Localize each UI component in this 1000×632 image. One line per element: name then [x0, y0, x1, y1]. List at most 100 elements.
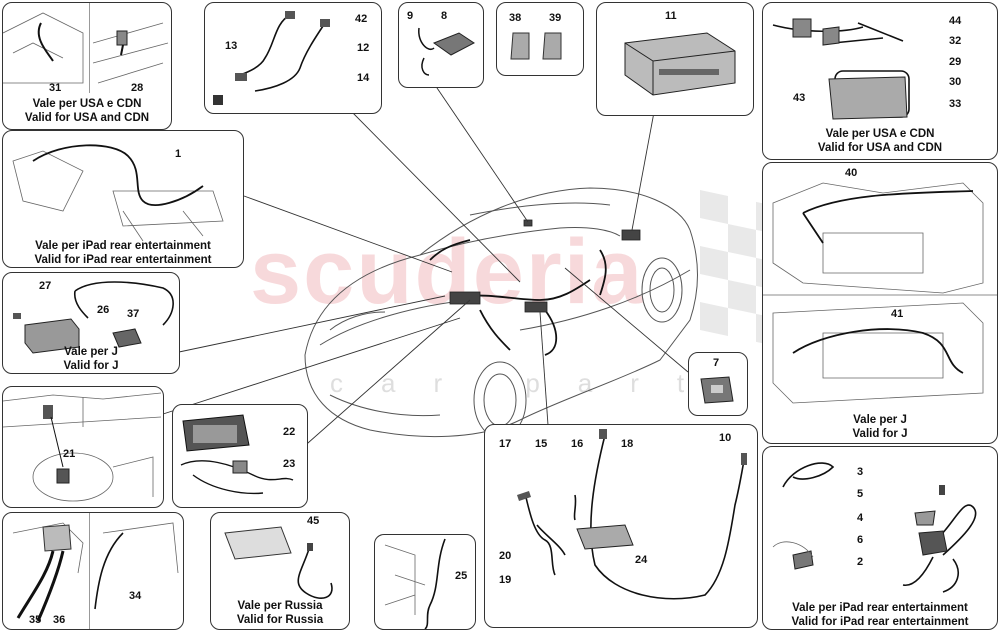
panel-ipad-2: 3 5 4 6 2 Vale per iPad rear entertainme… [762, 446, 998, 630]
label-4: 4 [857, 512, 864, 524]
label-20: 20 [499, 550, 512, 562]
label-40: 40 [845, 167, 858, 179]
leader-console21 [159, 317, 461, 416]
caption-usa-cdn-1-en: Valid for USA and CDN [24, 112, 150, 124]
panel-cables-12-14: 42 13 12 14 [204, 2, 382, 114]
cables-34-drawing [12, 522, 179, 622]
label-38: 38 [509, 12, 522, 24]
label-26: 26 [97, 304, 110, 316]
leader-headunit22 [299, 299, 471, 451]
label-29: 29 [949, 56, 962, 68]
unit-11-drawing [624, 32, 736, 96]
panel-harness-main: 17 15 16 18 10 20 24 19 [484, 424, 758, 628]
console-21-drawing [3, 392, 162, 502]
panel-divider [89, 3, 90, 93]
label-31: 31 [49, 82, 62, 94]
leader-j1 [178, 295, 446, 353]
label-17: 17 [499, 438, 512, 450]
watermark-brand: scuderia [250, 221, 645, 323]
caption-usa-cdn-2-it: Vale per USA e CDN [825, 128, 935, 140]
car-rear-wheel [641, 257, 683, 323]
label-33: 33 [949, 98, 962, 110]
cables-12-14-drawing [213, 11, 330, 105]
label-44: 44 [949, 15, 962, 27]
cards-drawing [510, 32, 562, 60]
panel-j-2: 40 41 Vale per J Valid for J [762, 162, 998, 444]
car-body-outline [304, 187, 698, 438]
panel-console-21: 21 [2, 386, 164, 508]
car-headlight [329, 311, 386, 331]
car-roof-line [469, 202, 611, 216]
label-39: 39 [549, 12, 562, 24]
car-part-antenna [523, 219, 533, 227]
label-32: 32 [949, 35, 962, 47]
car-front-wheel-inner [483, 373, 517, 427]
caption-j-2-en: Valid for J [852, 428, 908, 440]
j-2-drawing [763, 182, 997, 404]
panel-usa-cdn-1: 31 28 Vale per USA e CDN Valid for USA a… [2, 2, 172, 130]
car-part-headunit [449, 291, 481, 305]
label-43: 43 [793, 92, 806, 104]
caption-ipad-2-it: Vale per iPad rear entertainment [792, 602, 968, 614]
panel-switch-7: 7 [688, 352, 748, 416]
label-1: 1 [175, 148, 182, 160]
panel-cards-38-39: 38 39 [496, 2, 584, 76]
label-22: 22 [283, 426, 296, 438]
label-11: 11 [665, 10, 677, 22]
caption-ipad-1-it: Vale per iPad rear entertainment [35, 240, 211, 252]
panel-cables-34: 35 36 34 [2, 512, 184, 630]
russia-drawing [224, 526, 333, 599]
watermark-sub: car parts [330, 368, 774, 398]
caption-ipad-1-en: Valid for iPad rear entertainment [34, 254, 212, 266]
label-27: 27 [39, 280, 52, 292]
label-21: 21 [63, 448, 76, 460]
label-28: 28 [131, 82, 144, 94]
switch-7-drawing [700, 376, 734, 404]
label-7: 7 [713, 357, 720, 369]
label-16: 16 [571, 438, 584, 450]
panel-unit-11: 11 [596, 2, 754, 116]
caption-j-1-it: Vale per J [64, 346, 118, 358]
label-14: 14 [357, 72, 370, 84]
label-8: 8 [441, 10, 448, 22]
panel-antenna-8: 9 8 [398, 2, 484, 88]
label-45: 45 [307, 515, 320, 527]
label-18: 18 [621, 438, 634, 450]
label-30: 30 [949, 76, 962, 88]
caption-usa-cdn-1-it: Vale per USA e CDN [32, 98, 142, 110]
panel-j-1: 27 26 37 Vale per J Valid for J [2, 272, 180, 374]
ipad-1-drawing [12, 144, 224, 242]
car-grille [329, 394, 441, 417]
label-36: 36 [53, 614, 66, 626]
panel-divider [89, 513, 90, 629]
car-windshield [419, 227, 621, 256]
leader-ipad1 [243, 195, 453, 273]
label-13: 13 [225, 40, 238, 52]
label-42: 42 [355, 13, 368, 25]
caption-russia-en: Valid for Russia [236, 614, 324, 626]
car-harness-wire [429, 239, 607, 356]
label-19: 19 [499, 574, 512, 586]
car-rear-wheel-inner [649, 267, 675, 313]
label-41: 41 [891, 308, 904, 320]
label-12: 12 [357, 42, 370, 54]
label-6: 6 [857, 534, 864, 546]
panel-usa-cdn-2: 44 32 29 30 43 33 Vale per USA e CDN Val… [762, 2, 998, 160]
label-3: 3 [857, 466, 864, 478]
head-unit-22-drawing [180, 414, 294, 495]
panel-head-unit-22: 22 23 [172, 404, 308, 508]
label-37: 37 [127, 308, 140, 320]
leader-switch7 [564, 267, 689, 373]
panel-door-25: 25 [374, 534, 476, 630]
label-10: 10 [719, 432, 732, 444]
leader-harness [539, 311, 549, 426]
usa-cdn-2-drawing [772, 18, 910, 120]
label-5: 5 [857, 488, 864, 500]
caption-russia-it: Vale per Russia [237, 600, 323, 612]
label-25: 25 [455, 570, 468, 582]
caption-usa-cdn-2-en: Valid for USA and CDN [817, 142, 943, 154]
caption-j-1-en: Valid for J [63, 360, 119, 372]
car-part-unit11 [621, 229, 641, 241]
label-23: 23 [283, 458, 296, 470]
caption-j-2-it: Vale per J [853, 414, 907, 426]
